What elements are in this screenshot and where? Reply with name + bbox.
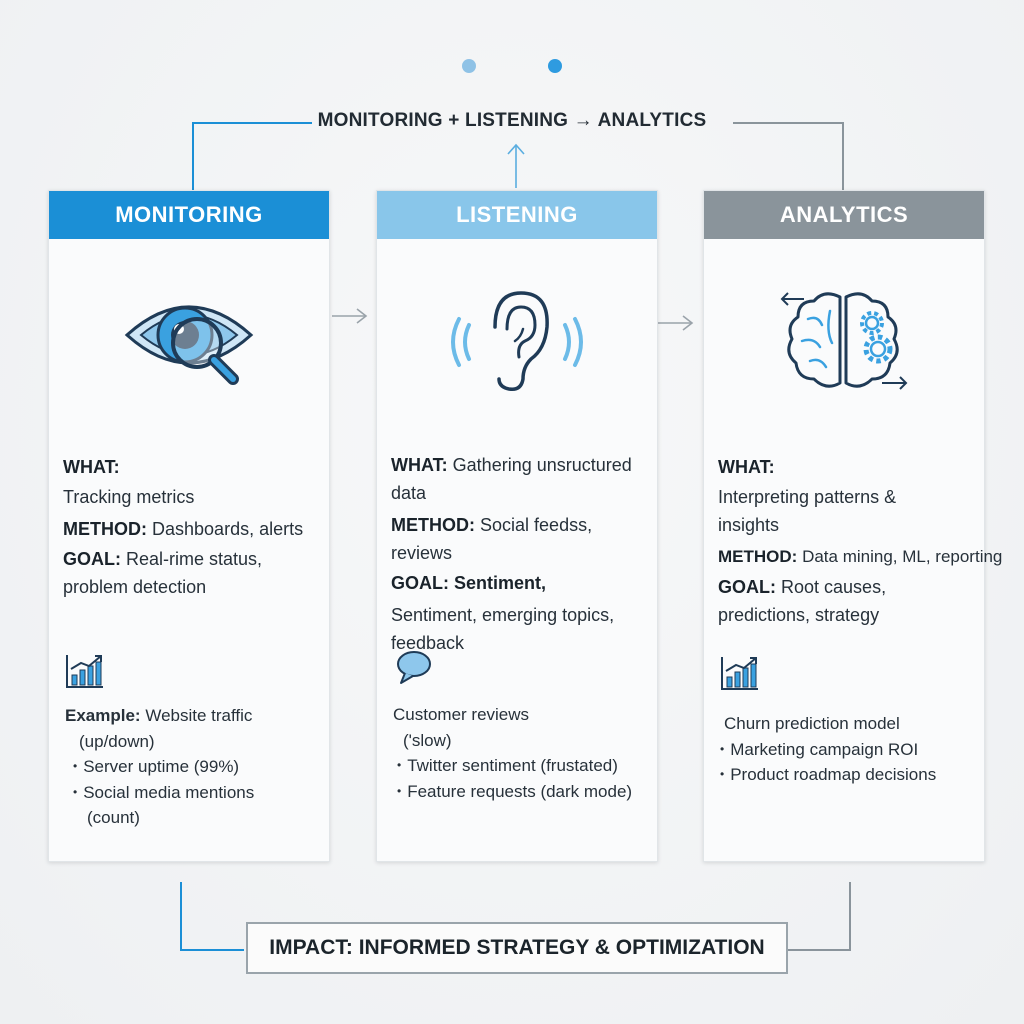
card-title: MONITORING — [49, 191, 329, 239]
what-label: WHAT: — [391, 455, 448, 475]
list-item: Feature requests (dark mode) — [393, 779, 649, 805]
goal-extra-text: Sentiment, emerging topics, feedback — [391, 605, 615, 653]
ear-icon — [447, 287, 587, 397]
monitoring-card: MONITORING WHAT: Tracking metrics METHOD… — [48, 190, 330, 862]
list-item: Twitter sentiment (frustated) — [393, 753, 649, 779]
list-item: Server uptime (99%) — [65, 754, 321, 780]
eye-magnifier-icon — [119, 287, 259, 397]
card-title: LISTENING — [377, 191, 657, 239]
goal-label: GOAL: — [63, 549, 121, 569]
analytics-details: WHAT: Interpreting patterns & insights M… — [718, 453, 1002, 629]
what-label: WHAT: — [718, 457, 775, 477]
flow-title: MONITORING + LISTENING → ANALYTICS — [317, 110, 707, 131]
bar-chart-icon — [720, 655, 760, 696]
listening-details: WHAT: Gathering unsructured data METHOD:… — [391, 451, 649, 657]
goal-text: Real-rime status, problem detection — [63, 549, 263, 597]
what-text: Tracking metrics — [63, 487, 195, 507]
listening-example: Customer reviews ('slow) Twitter sentime… — [393, 702, 649, 804]
method-label: METHOD: — [63, 519, 147, 539]
what-text: Interpreting patterns & insights — [718, 487, 897, 535]
listening-card: LISTENING WHAT: Gathering unsructured da… — [376, 190, 658, 862]
list-item: Social media mentions — [65, 780, 321, 806]
example-line: Customer reviews — [393, 705, 530, 724]
card-title: ANALYTICS — [704, 191, 984, 239]
impact-banner: IMPACT: INFORMED STRATEGY & OPTIMIZATION — [246, 922, 788, 974]
decor-dot-light — [462, 59, 476, 73]
monitoring-details: WHAT: Tracking metrics METHOD: Dashboard… — [63, 453, 321, 601]
what-label: WHAT: — [63, 457, 120, 477]
bar-chart-icon — [65, 653, 105, 694]
method-text: Data mining, ML, reporting — [802, 547, 1003, 566]
goal-text: Sentiment, — [454, 573, 547, 593]
brain-gears-icon — [774, 287, 914, 397]
method-label: METHOD: — [718, 547, 798, 566]
goal-text: Root causes, predictions, strategy — [718, 577, 887, 625]
example-line: Churn prediction model — [724, 714, 900, 733]
what-text: Gathering unsructured data — [391, 455, 632, 503]
list-item: (count) — [87, 808, 140, 827]
goal-label: GOAL: — [718, 577, 776, 597]
list-item: Marketing campaign ROI — [720, 737, 976, 763]
speech-bubble-icon — [395, 649, 433, 690]
method-text: Dashboards, alerts — [152, 519, 304, 539]
monitoring-example: Example: Website traffic (up/down) Serve… — [65, 703, 321, 831]
method-label: METHOD: — [391, 515, 475, 535]
example-label: Example: — [65, 706, 141, 725]
decor-dot-dark — [548, 59, 562, 73]
analytics-card: ANALYTICS WHAT: Interpreting patterns & … — [703, 190, 1002, 862]
analytics-example: Churn prediction model Marketing campaig… — [720, 711, 976, 788]
example-line: ('slow) — [403, 730, 452, 750]
example-line: (up/down) — [79, 731, 155, 751]
method-text: Social feedss, reviews — [391, 515, 593, 563]
goal-label: GOAL: — [391, 573, 449, 593]
example-line: Website traffic — [145, 706, 253, 725]
list-item: Product roadmap decisions — [720, 762, 976, 788]
